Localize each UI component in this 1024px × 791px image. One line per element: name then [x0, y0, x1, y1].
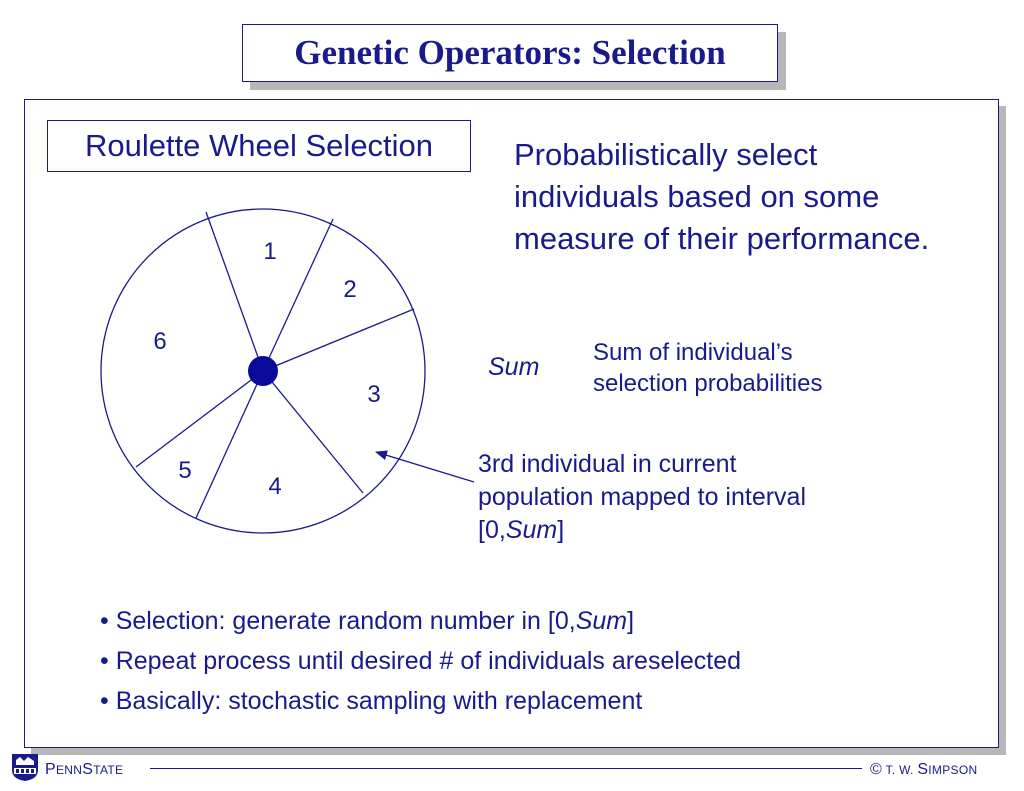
sum-label: Sum: [488, 353, 540, 381]
segment-label-5: 5: [178, 457, 191, 484]
segment-label-1: 1: [263, 238, 276, 265]
bullet-item-2: • Repeat process until desired # of indi…: [100, 647, 742, 675]
bullet-1-prefix: • Selection: generate random number in […: [100, 607, 576, 635]
wheel-divider-5: [195, 370, 264, 519]
sum-description-line-1: Sum of individual’s: [593, 339, 793, 366]
bullet-item-3: • Basically: stochastic sampling with re…: [100, 687, 643, 715]
wheel-divider-4: [262, 370, 364, 494]
wheel-hub: [248, 356, 278, 386]
third-line-3-sum: Sum: [505, 516, 558, 544]
bullet-item-1: • Selection: generate random number in […: [100, 601, 980, 641]
pointer-arrow: [375, 450, 475, 483]
third-line-3-suffix: ]: [557, 516, 565, 544]
penn-state-shield-icon: [12, 754, 38, 781]
sum-description: Sum of individual’s selection probabilit…: [593, 337, 923, 399]
segment-label-2: 2: [343, 276, 356, 303]
roulette-heading: Roulette Wheel Selection: [84, 128, 434, 163]
copyright-notice: © T. W. SIMPSON: [870, 761, 977, 779]
wheel-divider-1: [205, 211, 264, 372]
title-block: Genetic Operators: Selection: [242, 24, 786, 90]
roulette-heading-box: Roulette Wheel Selection: [47, 120, 471, 172]
psu-wordmark-enn: ENN: [55, 763, 83, 777]
wheel-divider-2: [262, 218, 334, 372]
slide-title: Genetic Operators: Selection: [294, 33, 726, 72]
penn-state-wordmark: PENNSTATE: [45, 761, 123, 779]
title-box: Genetic Operators: Selection: [242, 24, 778, 82]
copyright-symbol: ©: [870, 761, 883, 778]
description-text: Probabilistically select individuals bas…: [514, 137, 930, 256]
copyright-impson: IMPSON: [928, 763, 978, 777]
segment-label-3: 3: [367, 381, 380, 408]
segment-label-4: 4: [268, 473, 281, 500]
psu-wordmark-s: S: [82, 761, 94, 778]
copyright-s: S: [917, 761, 929, 778]
psu-wordmark-p: P: [45, 761, 56, 778]
third-individual-annotation: 3rd individual in current population map…: [478, 448, 938, 547]
third-line-3: [0,Sum]: [478, 514, 938, 547]
bullet-1-suffix: ]: [627, 607, 635, 635]
bullet-1-sum: Sum: [575, 607, 628, 635]
segment-label-6: 6: [153, 328, 166, 355]
third-line-3-prefix: [0,: [478, 516, 506, 544]
wheel-divider-3: [262, 308, 415, 372]
third-line-2: population mapped to interval: [478, 483, 807, 511]
copyright-initials: T. W.: [882, 763, 918, 777]
footer-divider: [150, 768, 862, 769]
bullet-list: • Selection: generate random number in […: [100, 601, 980, 721]
sum-description-line-2: selection probabilities: [593, 370, 823, 397]
wheel-divider-6: [135, 370, 264, 468]
psu-wordmark-tate: TATE: [93, 763, 124, 777]
third-line-1: 3rd individual in current: [478, 450, 737, 478]
